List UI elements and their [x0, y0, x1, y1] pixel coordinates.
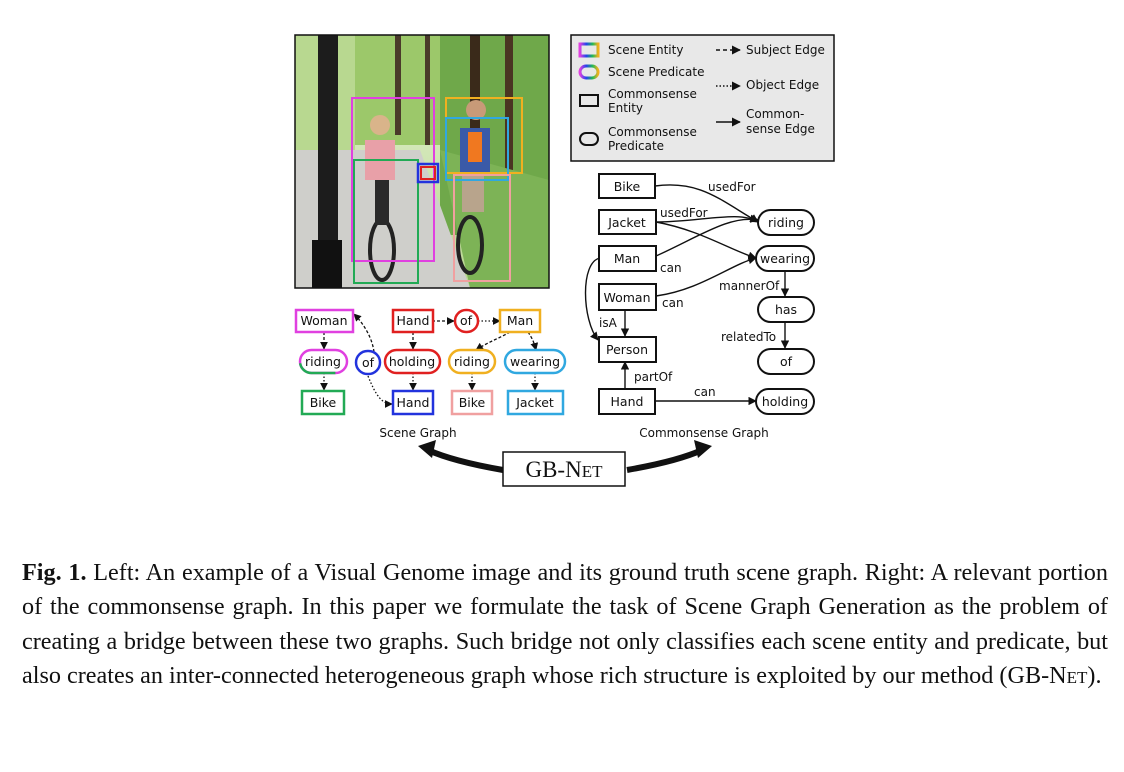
cs-node-jacket: Jacket [607, 215, 646, 230]
legend-subject-edge: Subject Edge [746, 43, 825, 57]
sg-node-hand-bottom: Hand [397, 395, 430, 410]
scene-entity-swatch [578, 42, 600, 58]
sg-node-of-top: of [460, 313, 473, 328]
cs-node-holding: holding [762, 394, 808, 409]
legend-commonsense-predicate-1: Commonsense [608, 125, 697, 139]
scene-graph: Woman riding Bike of Hand of Man holding… [294, 308, 567, 440]
scene-predicate-swatch [578, 64, 600, 80]
cs-node-person: Person [606, 342, 648, 357]
cs-edge-usedfor-bike: usedFor [708, 180, 756, 194]
legend-scene-entity: Scene Entity [608, 43, 683, 57]
sg-node-man: Man [507, 313, 533, 328]
sg-node-woman: Woman [300, 313, 347, 328]
legend-commonsense-edge-2: sense Edge [746, 122, 815, 136]
figure-caption: Fig. 1. Left: An example of a Visual Gen… [22, 559, 1108, 690]
sg-node-bike-left: Bike [310, 395, 337, 410]
cs-node-hand: Hand [611, 394, 644, 409]
cs-node-man: Man [614, 251, 640, 266]
cs-node-riding: riding [768, 215, 804, 230]
legend-scene-predicate: Scene Predicate [608, 65, 704, 79]
commonsense-graph-title: Commonsense Graph [639, 426, 769, 440]
legend-commonsense-entity-2: Entity [608, 101, 643, 115]
cs-edge-can-woman: can [662, 296, 684, 310]
legend: Scene Entity Scene Predicate Commonsense… [570, 34, 835, 162]
cs-node-wearing: wearing [760, 251, 810, 266]
scene-graph-title: Scene Graph [379, 426, 456, 440]
sg-node-bike-right: Bike [459, 395, 486, 410]
bridge: GB-Net [418, 440, 712, 487]
cs-node-bike: Bike [614, 179, 641, 194]
legend-commonsense-predicate-2: Predicate [608, 139, 664, 153]
cs-edge-usedfor-jacket: usedFor [660, 206, 708, 220]
sg-node-jacket: Jacket [515, 395, 554, 410]
cs-edge-isa: isA [599, 316, 618, 330]
commonsense-graph: Bike Jacket Man Woman Person Hand riding… [584, 173, 815, 440]
sg-node-hand-top: Hand [397, 313, 430, 328]
cs-node-woman: Woman [603, 290, 650, 305]
sg-node-riding-left: riding [305, 354, 341, 369]
legend-commonsense-edge-1: Common- [746, 107, 804, 121]
bridge-label: GB-Net [525, 457, 603, 482]
cs-edge-partof: partOf [634, 370, 673, 384]
commonsense-entity-swatch [579, 94, 599, 107]
legend-commonsense-entity-1: Commonsense [608, 87, 697, 101]
cs-node-of: of [780, 354, 793, 369]
commonsense-predicate-swatch [579, 132, 599, 146]
scene-photo [294, 34, 550, 289]
sg-node-wearing: wearing [510, 354, 560, 369]
cs-edge-mannerof: mannerOf [719, 279, 780, 293]
cs-node-has: has [775, 302, 797, 317]
cs-edge-can-man: can [660, 261, 682, 275]
legend-object-edge: Object Edge [746, 78, 819, 92]
caption-label: Fig. 1. [22, 559, 87, 586]
sg-node-holding: holding [389, 354, 435, 369]
cs-edge-relatedto: relatedTo [721, 330, 776, 344]
sg-node-of-left: of [362, 355, 375, 370]
cs-edge-can-hand: can [694, 385, 716, 399]
sg-node-riding-right: riding [454, 354, 490, 369]
